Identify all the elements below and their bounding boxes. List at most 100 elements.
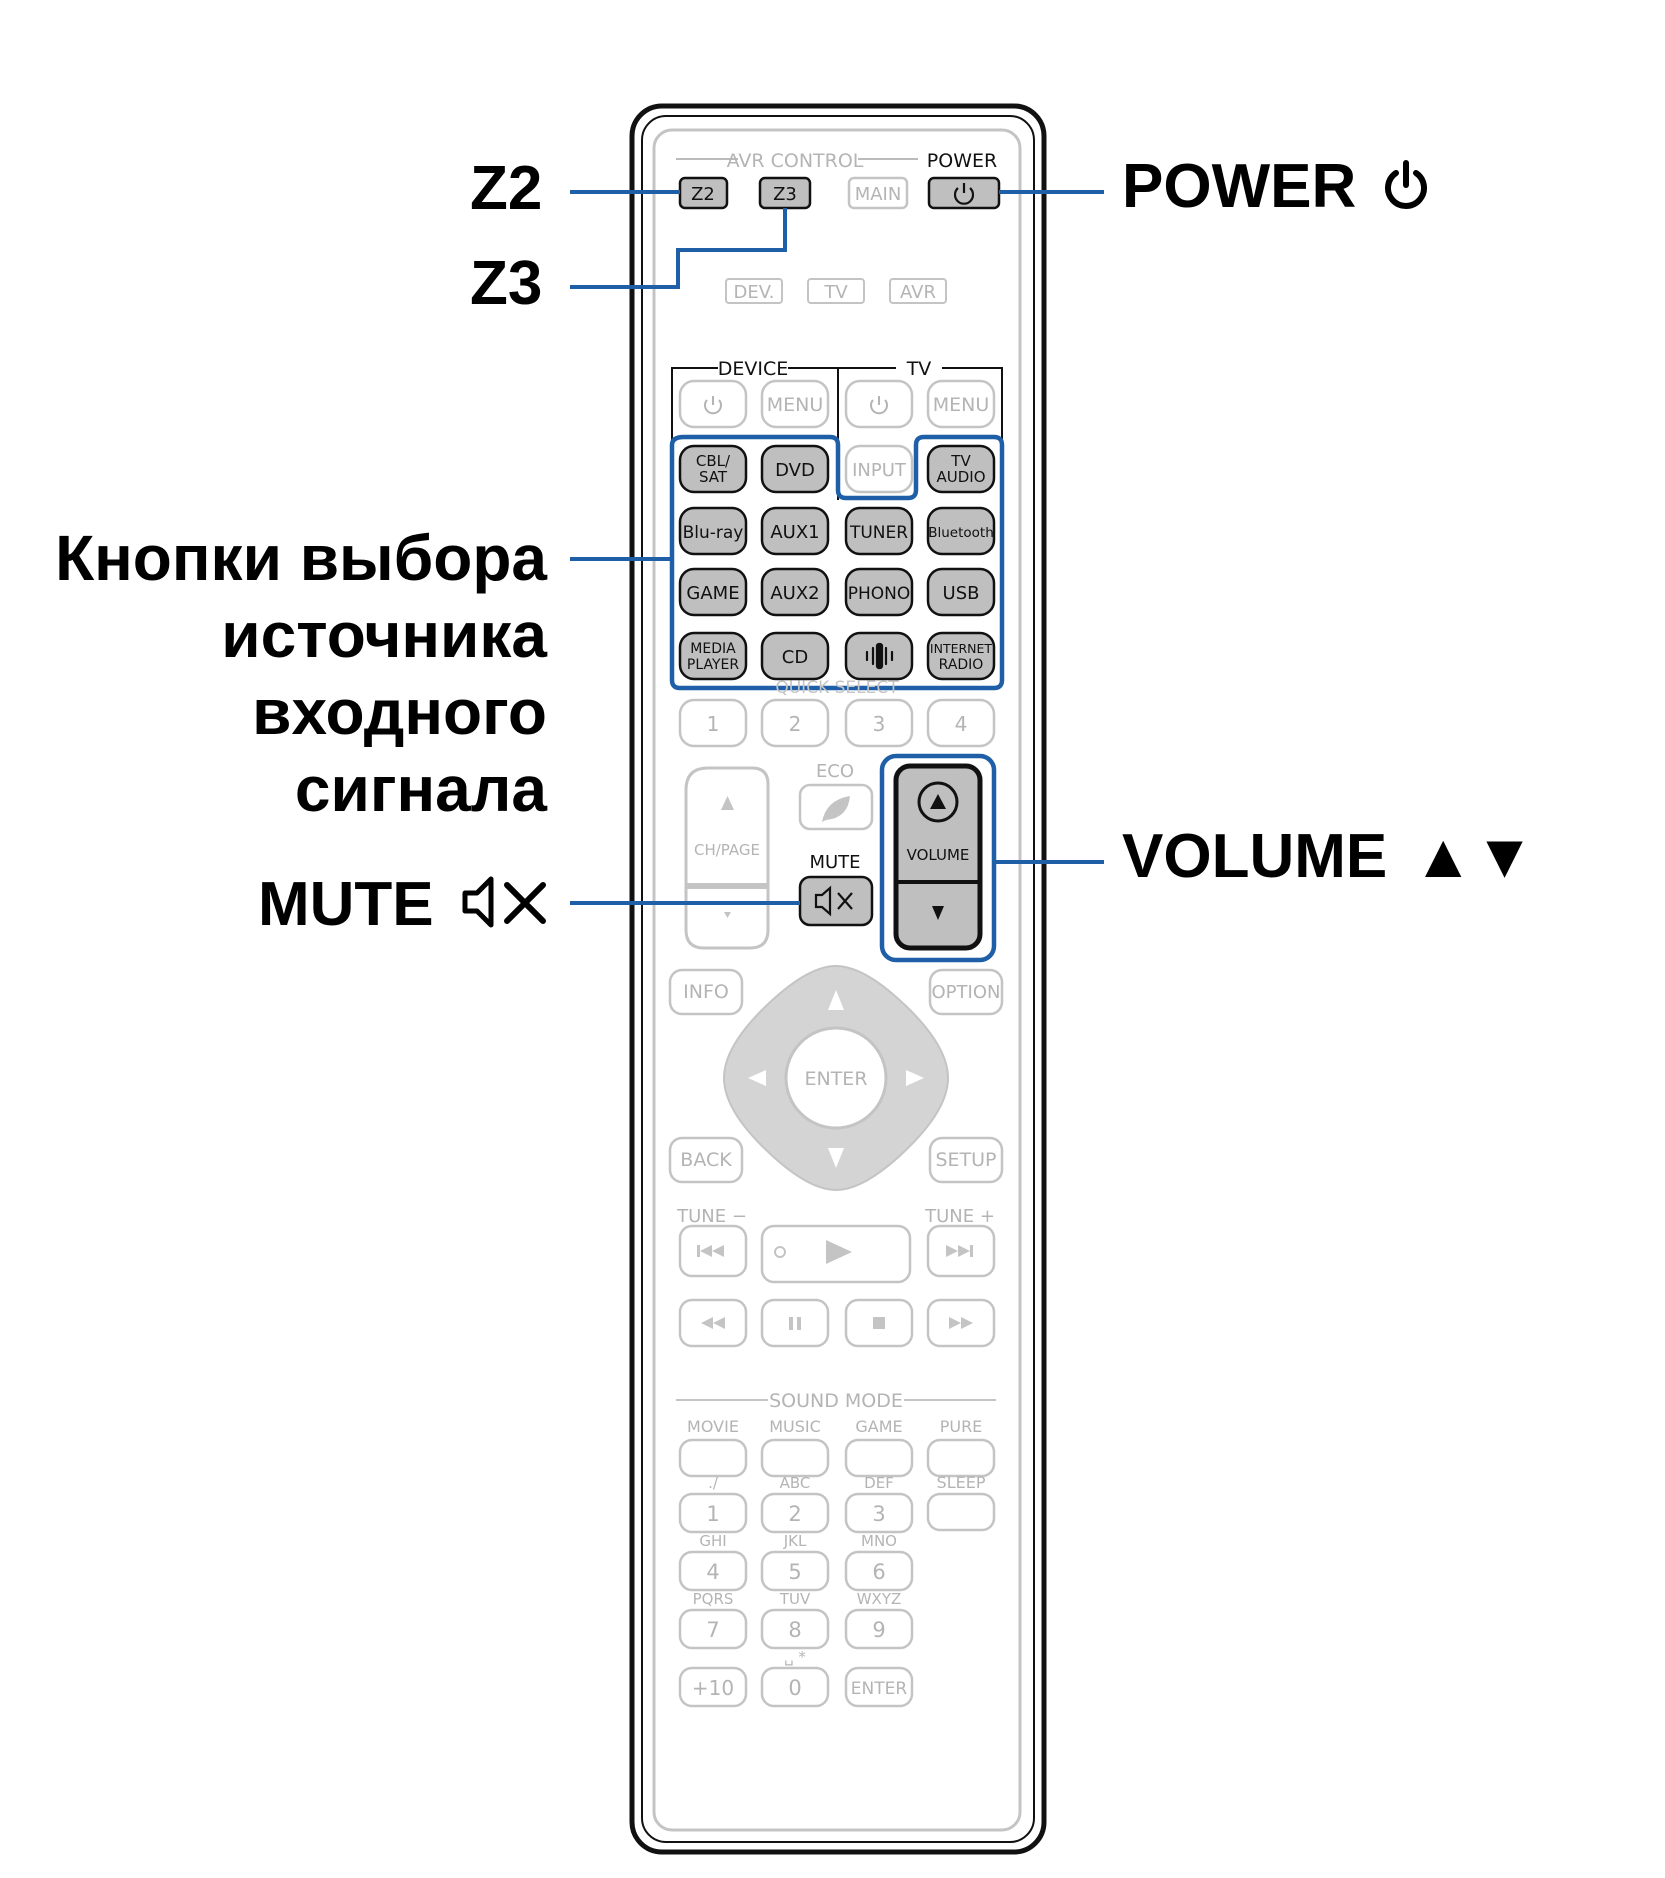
source-callout-line-3: входного <box>252 676 547 748</box>
plus10-button[interactable]: +10 <box>678 1666 748 1708</box>
tv-mode-button[interactable]: TV <box>807 278 865 304</box>
setup-button[interactable]: SETUP <box>928 1136 1004 1184</box>
usb-button[interactable]: USB <box>926 567 996 617</box>
info-button[interactable]: INFO <box>668 968 744 1016</box>
play-icon <box>826 1240 852 1264</box>
tv-power-button[interactable] <box>844 379 914 429</box>
volume-down-icon <box>932 906 944 920</box>
mute-callout-text: MUTE <box>258 870 434 939</box>
cbl-sat-button[interactable]: CBL/ SAT <box>678 444 748 494</box>
tv-menu-button[interactable]: MENU <box>926 379 996 429</box>
sound-mode-label: SOUND MODE <box>769 1390 903 1412</box>
back-button[interactable]: BACK <box>668 1136 744 1184</box>
phono-button[interactable]: PHONO <box>844 567 914 617</box>
keypad-sub-label: TUV <box>779 1590 811 1608</box>
svg-text:INFO: INFO <box>683 981 729 1003</box>
previous-button[interactable] <box>678 1224 748 1278</box>
eco-button[interactable] <box>798 783 874 831</box>
option-button[interactable]: OPTION <box>928 968 1004 1016</box>
enter-button[interactable]: ENTER <box>784 1026 888 1130</box>
quick-select-4-button[interactable]: 4 <box>926 698 996 748</box>
stop-button[interactable] <box>844 1298 914 1348</box>
mute-icon <box>462 876 546 928</box>
rewind-icon <box>701 1317 725 1329</box>
internet-radio-button[interactable]: INTERNET RADIO <box>926 631 996 681</box>
z3-callout: Z3 <box>470 249 543 318</box>
source-callout-line-1: Кнопки выбора <box>55 522 547 594</box>
rewind-button[interactable] <box>678 1298 748 1348</box>
svg-text:RADIO: RADIO <box>939 657 984 673</box>
quick-select-2-button[interactable]: 2 <box>760 698 830 748</box>
dev-button[interactable]: DEV. <box>725 278 783 304</box>
mute-button[interactable] <box>798 875 874 927</box>
z2-button[interactable]: Z2 <box>678 176 729 210</box>
keypad-sub-label: GHI <box>699 1532 726 1550</box>
svg-text:TUNER: TUNER <box>849 523 908 543</box>
zero-sub-label: ␣ * <box>784 1648 806 1666</box>
quick-select-1-button[interactable]: 1 <box>678 698 748 748</box>
power-small-label: POWER <box>927 150 997 172</box>
tuner-button[interactable]: TUNER <box>844 506 914 556</box>
pause-button[interactable] <box>760 1298 830 1348</box>
keypad-sub-label: PQRS <box>693 1590 734 1608</box>
heos-button[interactable] <box>844 631 914 681</box>
volume-rocker[interactable]: VOLUME <box>893 763 983 951</box>
svg-text:ENTER: ENTER <box>804 1068 867 1090</box>
game-button[interactable]: GAME <box>678 567 748 617</box>
remote-body-inner <box>641 115 1035 1843</box>
device-power-button[interactable] <box>678 379 748 429</box>
dvd-button[interactable]: DVD <box>760 444 830 494</box>
device-menu-button[interactable]: MENU <box>760 379 830 429</box>
eco-label: ECO <box>816 761 854 782</box>
power-icon <box>870 396 888 415</box>
tune-plus-label: TUNE + <box>924 1206 995 1227</box>
music-button[interactable] <box>760 1438 830 1478</box>
pause-icon <box>789 1317 801 1330</box>
game-mode-button[interactable] <box>844 1438 914 1478</box>
media-player-button[interactable]: MEDIA PLAYER <box>678 631 748 681</box>
movie-button[interactable] <box>678 1438 748 1478</box>
left-arrow-icon <box>748 1070 766 1086</box>
fast-forward-button[interactable] <box>926 1298 996 1348</box>
keypad-4-button[interactable]: GHI 4 <box>678 1532 748 1592</box>
tv-audio-button[interactable]: TV AUDIO <box>926 444 996 494</box>
keypad-1-button[interactable]: ./1 <box>678 1474 748 1534</box>
svg-text:INTERNET: INTERNET <box>930 641 993 656</box>
ch-page-rocker[interactable]: CH/PAGE <box>684 766 770 950</box>
play-button[interactable] <box>760 1224 912 1284</box>
zero-button[interactable]: 0 <box>760 1666 830 1708</box>
sleep-button[interactable] <box>926 1492 996 1532</box>
keypad-sub-label: JKL <box>783 1532 807 1550</box>
svg-text:1: 1 <box>707 712 720 736</box>
leaf-icon <box>822 796 850 822</box>
input-button[interactable]: INPUT <box>844 444 914 494</box>
keypad-sub-label: ABC <box>780 1474 811 1492</box>
main-button[interactable]: MAIN <box>847 176 909 210</box>
z3-button[interactable]: Z3 <box>758 176 812 210</box>
cd-button[interactable]: CD <box>760 631 830 681</box>
quick-select-3-button[interactable]: 3 <box>844 698 914 748</box>
next-button[interactable] <box>926 1224 996 1278</box>
aux1-button[interactable]: AUX1 <box>760 506 830 556</box>
enter-small-button[interactable]: ENTER <box>844 1666 914 1708</box>
pure-button[interactable] <box>926 1438 996 1478</box>
skip-next-icon <box>946 1245 973 1257</box>
avr-mode-button[interactable]: AVR <box>889 278 947 304</box>
source-callout-line-2: источника <box>221 599 547 671</box>
power-button[interactable] <box>927 176 1001 210</box>
keypad-number-label: 5 <box>788 1560 801 1584</box>
bluray-button[interactable]: Blu-ray <box>678 506 748 556</box>
keypad-number-label: 4 <box>706 1560 719 1584</box>
svg-text:PLAYER: PLAYER <box>687 657 739 673</box>
bluetooth-button[interactable]: Bluetooth <box>926 506 996 556</box>
aux2-button[interactable]: AUX2 <box>760 567 830 617</box>
keypad-5-button[interactable]: JKL 5 <box>760 1532 830 1592</box>
keypad-sub-label: DEF <box>864 1474 894 1492</box>
